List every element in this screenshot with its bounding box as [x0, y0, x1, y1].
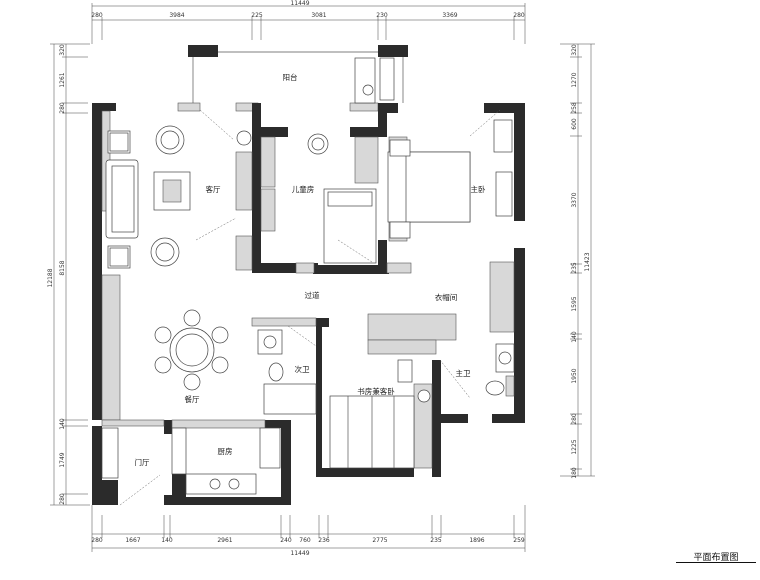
kids-furniture	[307, 133, 377, 264]
right-total-dim: 11423	[584, 252, 591, 271]
bottom-dim: 236	[318, 537, 330, 544]
right-dim: 3370	[571, 192, 578, 207]
kitchen-label: 厨房	[218, 446, 233, 456]
top-dim: 230	[376, 12, 388, 19]
left-dim: 1261	[59, 72, 66, 87]
right-dim: 600	[571, 118, 578, 130]
closet-label: 衣帽间	[435, 292, 458, 302]
top-dim: 225	[251, 12, 263, 19]
living-furniture	[105, 109, 252, 269]
bottom-dim: 240	[280, 537, 292, 544]
right-dim: 280	[571, 413, 578, 425]
bottom-dim: 235	[430, 537, 442, 544]
bottom-dim: 2961	[217, 537, 232, 544]
dining-furniture	[154, 309, 229, 391]
dining-label: 餐厅	[185, 395, 200, 404]
left-total-dim: 12188	[47, 268, 54, 287]
bottom-dim: 1896	[469, 537, 484, 544]
right-dim: 235	[571, 262, 578, 274]
bottom-dim: 760	[299, 537, 311, 544]
bottom-dimensions: 280 1667 140 2961 240 760 236 2775 235 1…	[91, 505, 526, 557]
bottom-dim: 2775	[372, 537, 387, 544]
master-furniture	[387, 109, 513, 239]
top-dim: 3081	[311, 12, 326, 19]
top-dimensions: 11449 280 3984 225 3081 230 3369 280	[91, 0, 526, 44]
drawing-title: 平面布置图	[693, 553, 739, 563]
kitchen-furniture	[101, 427, 281, 506]
right-dim: 1225	[571, 439, 578, 454]
kids-room-label: 儿童房	[292, 184, 315, 194]
left-dim: 8158	[59, 260, 66, 275]
left-dim: 1749	[59, 452, 66, 467]
living-room-label: 客厅	[206, 184, 221, 194]
drawing-title-block: 平面布置图	[676, 546, 756, 566]
right-dimensions: 11423 320 1270 258 600 3370 235 1595 140…	[560, 43, 595, 479]
top-dim: 280	[513, 12, 525, 19]
master-bath-label: 主卫	[456, 368, 471, 378]
bottom-dim: 259	[513, 537, 525, 544]
second-bath-label: 次卫	[295, 364, 310, 374]
top-total-dim: 11449	[290, 0, 309, 7]
bottom-dim: 280	[91, 537, 103, 544]
entry-label: 门厅	[135, 458, 150, 467]
right-dim: 1950	[571, 368, 578, 383]
bottom-dim: 1667	[125, 537, 140, 544]
right-dim: 180	[571, 467, 578, 479]
right-dim: 258	[571, 102, 578, 114]
balcony-area	[177, 45, 408, 112]
bottom-total-dim: 11449	[290, 550, 309, 557]
right-dim: 140	[571, 331, 578, 343]
left-dim: 280	[59, 493, 66, 505]
walls	[92, 103, 525, 505]
right-dim: 320	[571, 44, 578, 56]
left-dim: 320	[59, 44, 66, 56]
title-underline	[676, 562, 756, 563]
study-furniture	[329, 359, 431, 469]
top-dim: 280	[91, 12, 103, 19]
study-guest-label: 书房兼客卧	[357, 386, 395, 396]
right-dim: 1595	[571, 296, 578, 311]
top-dim: 3984	[169, 12, 184, 19]
left-dimensions: 12188 8158 320 1261 280 140 1749 280	[47, 43, 90, 506]
bottom-dim: 140	[161, 537, 173, 544]
master-bedroom-label: 主卧	[471, 184, 486, 194]
left-dim: 140	[59, 418, 66, 430]
balcony-label: 阳台	[283, 72, 298, 82]
hallway-label: 过道	[305, 290, 320, 300]
room-labels: 阳台 客厅 儿童房 主卧 过道 衣帽间 次卫 主卫 书房兼客卧 餐厅 门厅 厨房	[135, 72, 486, 467]
left-dim: 280	[59, 102, 66, 114]
right-dim: 1270	[571, 72, 578, 87]
bath-furniture	[257, 325, 515, 415]
top-dim: 3369	[442, 12, 457, 19]
